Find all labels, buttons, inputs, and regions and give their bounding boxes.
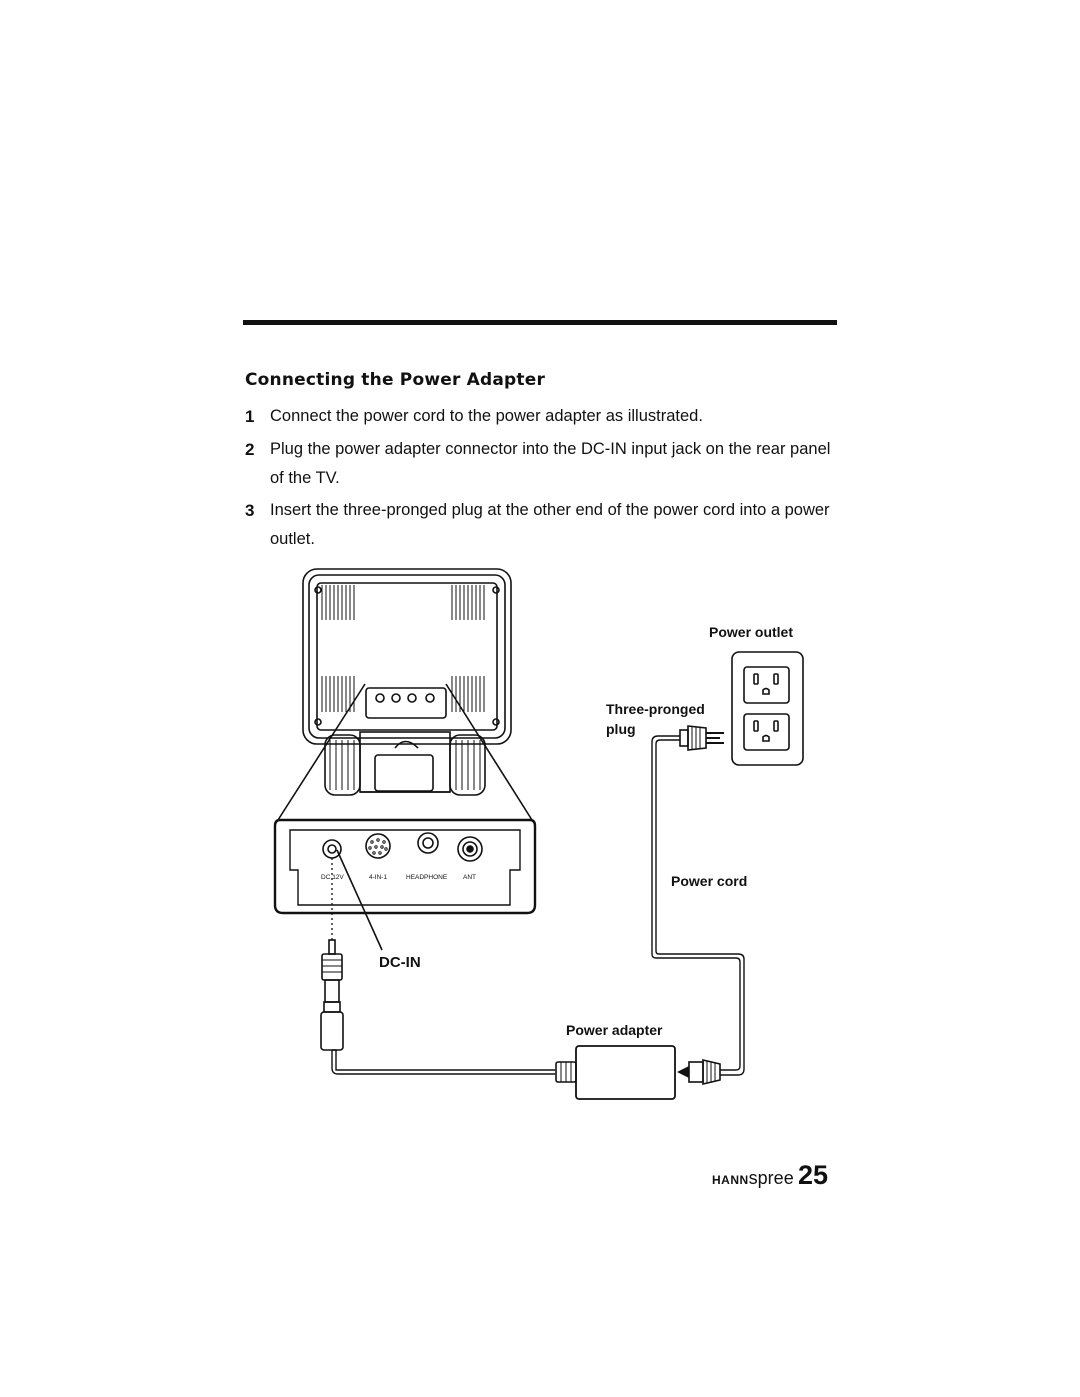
step-text: Plug the power adapter connector into th… [270, 440, 831, 487]
port-label-ant: ANT [463, 874, 476, 881]
section-rule [243, 320, 837, 325]
step-text: Insert the three-pronged plug at the oth… [270, 501, 830, 548]
brand-light: spree [748, 1168, 794, 1188]
port-label-headphone: HEADPHONE [406, 874, 448, 881]
section-heading: Connecting the Power Adapter [245, 370, 546, 390]
port-label-4in1: 4-IN-1 [369, 874, 387, 881]
label-power-adapter: Power adapter [566, 1022, 663, 1038]
step-number: 3 [245, 501, 255, 520]
three-pronged-plug-illustration [679, 725, 724, 751]
step-text: Connect the power cord to the power adap… [270, 407, 703, 425]
port-label-dc12v: DC 12V [321, 874, 344, 881]
label-power-outlet: Power outlet [709, 624, 794, 640]
step-number: 2 [245, 440, 255, 459]
label-dc-in: DC-IN [379, 954, 421, 971]
brand-logo: HANNspree [712, 1168, 794, 1189]
power-cord-connector-illustration [688, 1058, 721, 1086]
rear-panel-enlarged [273, 818, 537, 951]
dc-plug-illustration [320, 939, 344, 1051]
power-adapter-illustration [555, 1045, 676, 1100]
label-three-pronged: Three-pronged [606, 701, 705, 717]
label-plug: plug [606, 721, 636, 737]
page-number: 25 [798, 1160, 829, 1190]
label-power-cord: Power cord [671, 873, 748, 889]
step-number: 1 [245, 407, 255, 426]
power-outlet-illustration [731, 651, 804, 766]
tv-back-illustration [302, 568, 512, 796]
brand-bold: HANN [712, 1173, 749, 1187]
